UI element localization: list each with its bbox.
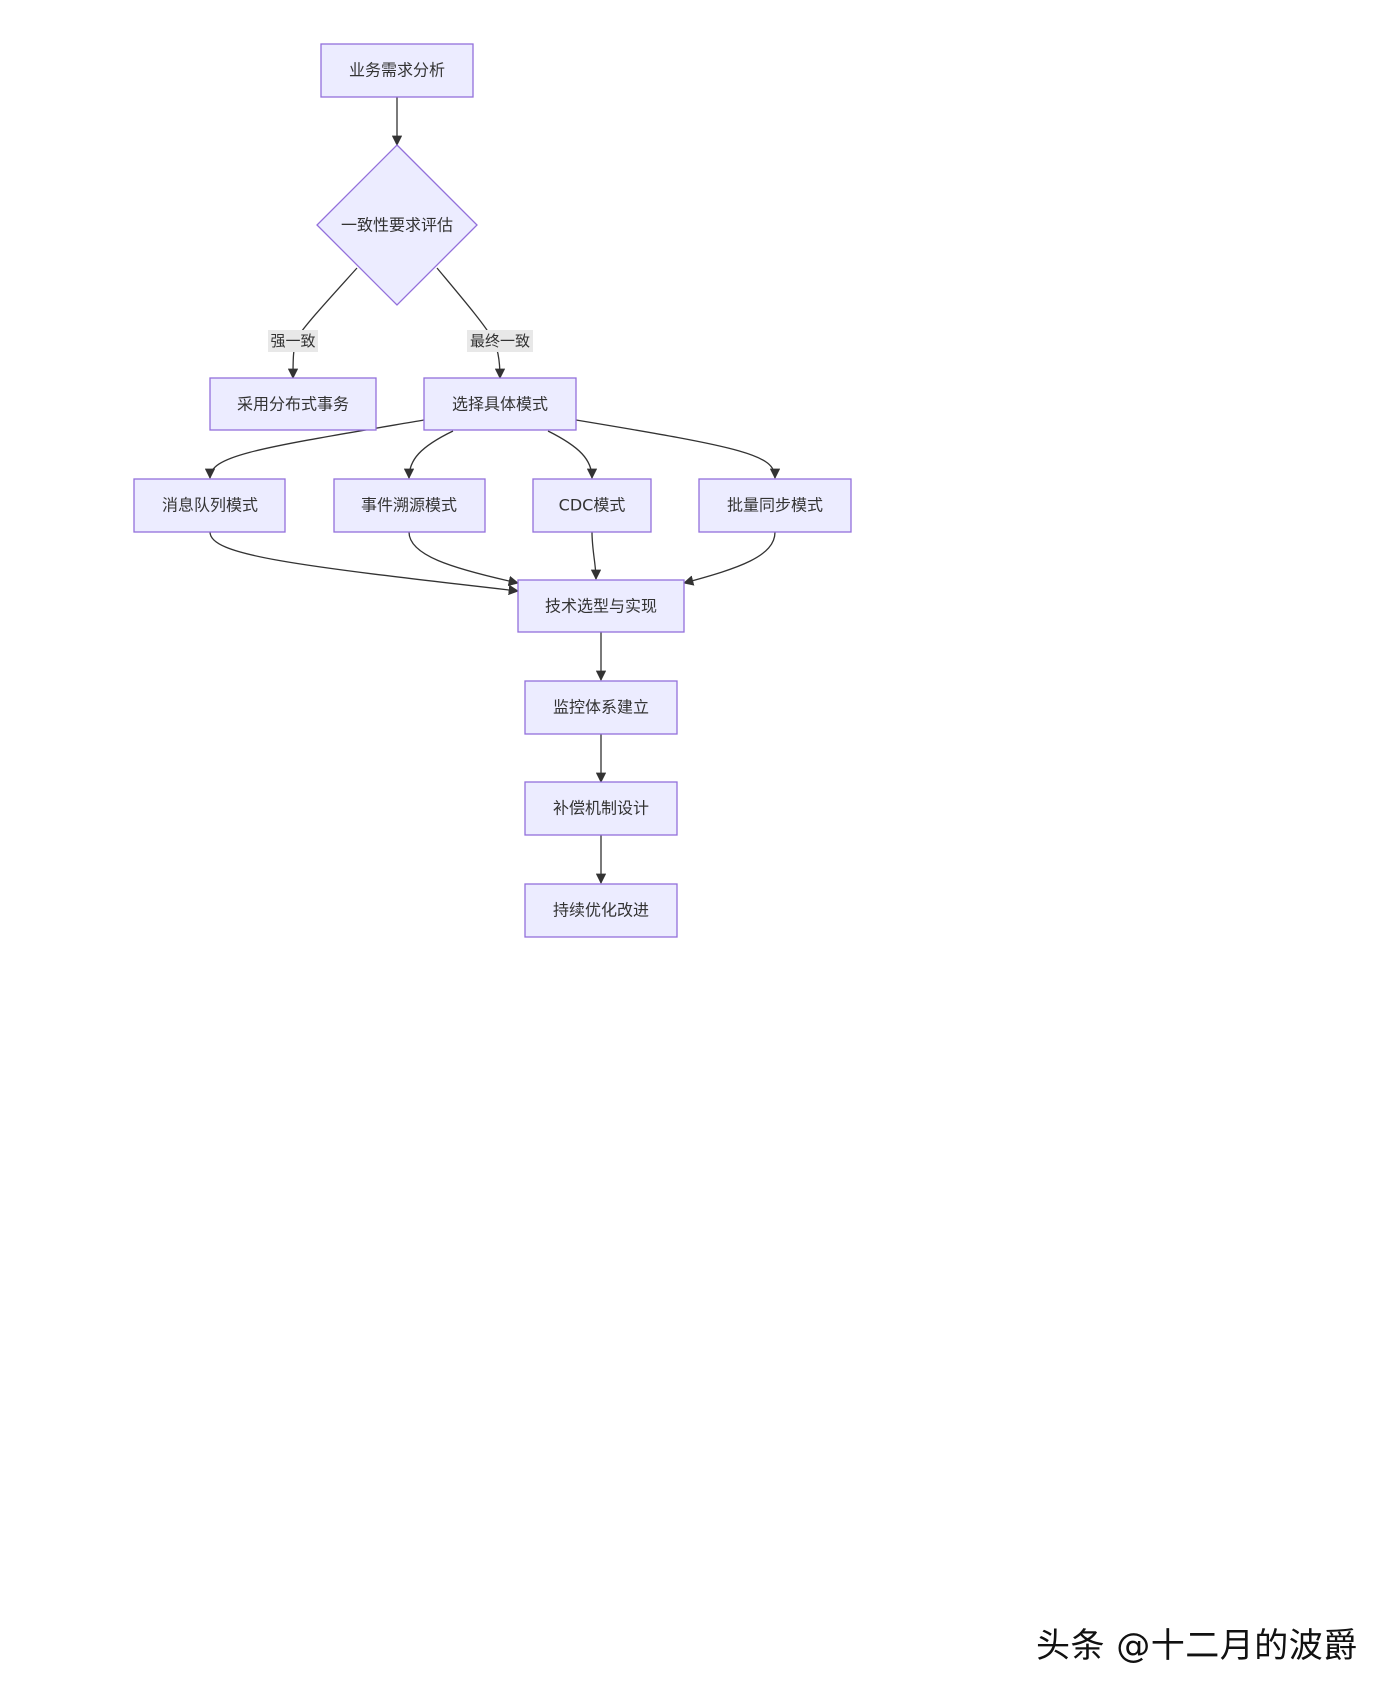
node-distributed-tx-label: 采用分布式事务 (237, 395, 349, 414)
edge-label-eventual: 最终一致 (467, 330, 533, 352)
node-tech-selection-label: 技术选型与实现 (545, 597, 657, 616)
node-evaluate-label: 一致性要求评估 (341, 216, 453, 235)
node-monitoring-label: 监控体系建立 (553, 698, 649, 717)
node-monitoring: 监控体系建立 (524, 680, 678, 735)
node-batch-sync-label: 批量同步模式 (727, 496, 823, 515)
node-mq-label: 消息队列模式 (162, 496, 258, 515)
node-improvement: 持续优化改进 (524, 883, 678, 938)
node-evaluate-decision: 一致性要求评估 (316, 144, 478, 306)
edge-evaluate-to-choose-pattern (436, 267, 506, 380)
node-analysis: 业务需求分析 (320, 43, 474, 98)
edges (204, 97, 781, 885)
edge-batch-sync-to-tech (682, 531, 776, 586)
edge-choose-to-batch-sync (575, 419, 781, 480)
node-cdc: CDC模式 (532, 478, 652, 533)
node-distributed-tx: 采用分布式事务 (209, 377, 377, 431)
edge-label-eventual-text: 最终一致 (470, 332, 530, 350)
node-analysis-label: 业务需求分析 (349, 61, 445, 80)
node-tech-selection: 技术选型与实现 (517, 579, 685, 633)
node-choose-pattern-label: 选择具体模式 (452, 395, 548, 414)
edge-choose-to-event-sourcing (403, 430, 454, 480)
node-cdc-label: CDC模式 (559, 496, 626, 515)
node-event-sourcing-label: 事件溯源模式 (361, 496, 457, 515)
edge-event-sourcing-to-tech (408, 531, 520, 587)
edge-label-strong-text: 强一致 (270, 332, 315, 350)
edge-mq-to-tech (209, 531, 520, 596)
edge-choose-to-cdc (547, 430, 598, 480)
edge-evaluate-to-distributed-tx (287, 267, 358, 380)
node-compensation-label: 补偿机制设计 (553, 799, 649, 818)
edge-cdc-to-tech (590, 531, 602, 581)
watermark: 头条 @十二月的波爵 (1036, 1626, 1358, 1666)
node-event-sourcing: 事件溯源模式 (333, 478, 486, 533)
node-improvement-label: 持续优化改进 (553, 901, 649, 920)
node-batch-sync: 批量同步模式 (698, 478, 852, 533)
node-compensation: 补偿机制设计 (524, 781, 678, 836)
edge-label-strong: 强一致 (268, 330, 318, 352)
node-choose-pattern: 选择具体模式 (423, 377, 577, 431)
node-mq: 消息队列模式 (133, 478, 286, 533)
